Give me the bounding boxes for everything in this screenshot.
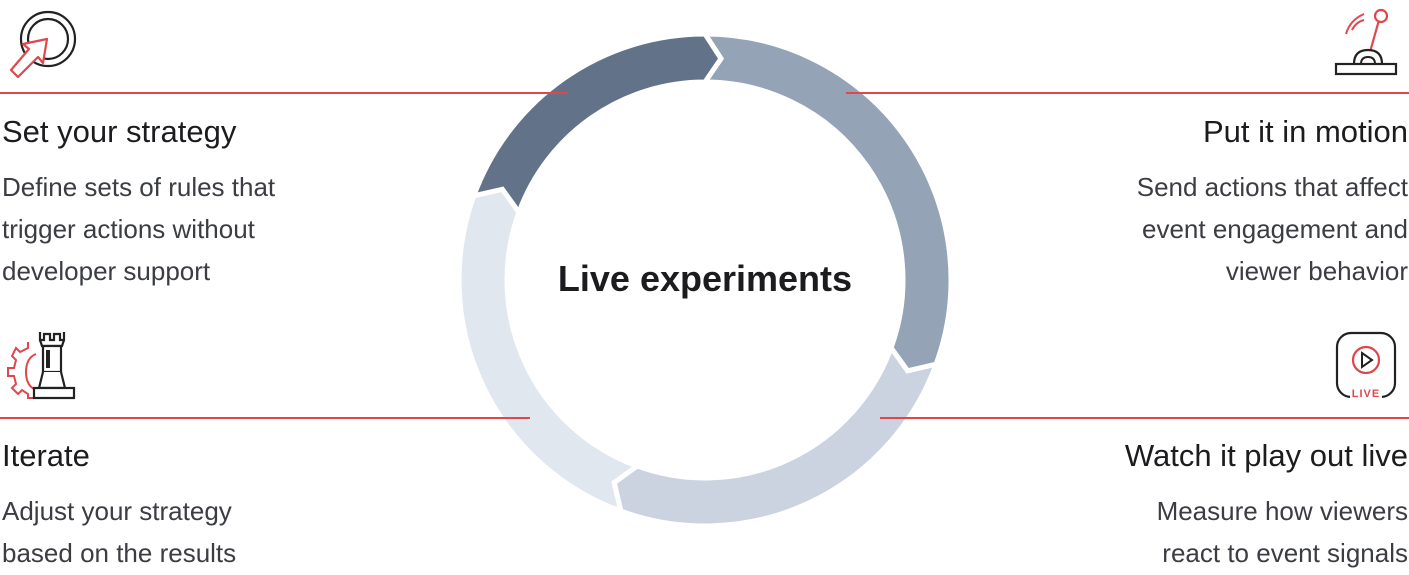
ring-segment-motion [700,32,954,374]
step-title-motion: Put it in motion [1202,114,1408,149]
description-line: Measure how viewers [1156,496,1408,526]
description-line: developer support [2,256,211,286]
divider-iterate [0,417,530,419]
center-label: Live experiments [557,258,853,299]
step-description-motion: Send actions that affect event engagemen… [988,166,1408,292]
step-title-iterate: Iterate [2,438,90,473]
divider-motion [846,92,1409,94]
description-line: trigger actions without [2,214,255,244]
description-line: react to event signals [1162,538,1408,568]
step-description-watch: Measure how viewers react to event signa… [988,490,1408,574]
step-title-strategy: Set your strategy [2,114,237,149]
description-line: Send actions that affect [1136,172,1408,202]
chess-rook-gear-icon [7,332,76,400]
live-badge-text: LIVE [1352,388,1380,400]
description-line: based on the results [2,538,237,568]
divider-watch [880,417,1409,419]
cursor-target-icon [9,10,77,79]
step-description-iterate: Adjust your strategy based on the result… [2,490,422,574]
step-title-watch: Watch it play out live [1124,438,1408,473]
step-description-strategy: Define sets of rules that trigger action… [2,166,422,292]
joystick-lever-icon [1334,8,1398,76]
live-play-icon: LIVE [1335,331,1397,400]
ring-segment-iterate [456,186,643,516]
ring-segment-watch [611,342,941,529]
description-line: Adjust your strategy [2,496,232,526]
description-line: Define sets of rules that [2,172,276,202]
cycle-ring [456,32,954,529]
description-line: viewer behavior [1225,256,1408,286]
ring-segment-strategy [469,32,724,218]
description-line: event engagement and [1142,214,1408,244]
divider-strategy [0,92,568,94]
